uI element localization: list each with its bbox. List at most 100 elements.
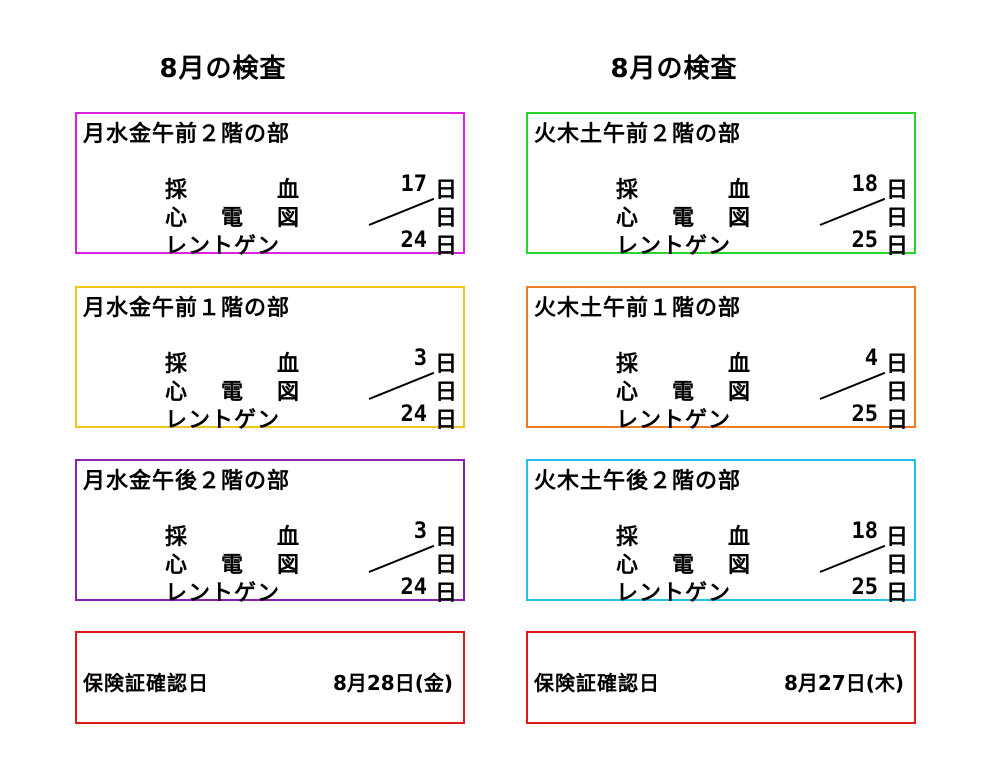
exam-day-unit: 日 bbox=[434, 178, 457, 203]
exam-label-char: 採 bbox=[616, 178, 639, 203]
exam-label-char: 血 bbox=[727, 525, 750, 550]
exam-day-unit: 日 bbox=[885, 234, 908, 259]
not-applicable-slash bbox=[819, 371, 886, 400]
exam-day-value: 17 bbox=[400, 172, 428, 197]
exam-label: 心電図 bbox=[165, 374, 299, 406]
exam-day-value: 4 bbox=[864, 346, 878, 371]
not-applicable-slash bbox=[368, 544, 435, 573]
exam-day-value: 3 bbox=[413, 519, 427, 544]
exam-day-unit: 日 bbox=[434, 553, 457, 578]
exam-label-char: 血 bbox=[276, 352, 299, 377]
exam-label: レントゲン bbox=[616, 408, 732, 433]
exam-label-char: 心 bbox=[616, 206, 639, 231]
exam-day-unit: 日 bbox=[434, 581, 457, 606]
exam-label-char: 心 bbox=[616, 380, 639, 405]
exam-label: 心電図 bbox=[165, 547, 299, 579]
insurance-date: 8月28日(金) bbox=[332, 671, 453, 695]
exam-day-unit: 日 bbox=[885, 178, 908, 203]
insurance-box-right: 保険証確認日 8月27日(木) bbox=[526, 631, 916, 724]
group-title: 火木土午前２階の部 bbox=[534, 122, 742, 147]
group-title: 火木土午後２階の部 bbox=[534, 469, 742, 494]
exam-label-char: 採 bbox=[165, 352, 188, 377]
group-title: 月水金午前２階の部 bbox=[83, 122, 291, 147]
exam-label: 採血 bbox=[165, 172, 299, 204]
exam-day-unit: 日 bbox=[434, 525, 457, 550]
exam-label-char: 心 bbox=[165, 380, 188, 405]
exam-label: 採血 bbox=[616, 519, 750, 551]
exam-label: レントゲン bbox=[165, 408, 281, 433]
exam-row: 心電図日 bbox=[528, 371, 914, 405]
exam-label: レントゲン bbox=[165, 234, 281, 259]
exam-label: 採血 bbox=[165, 346, 299, 378]
exam-day-unit: 日 bbox=[885, 408, 908, 433]
exam-label-char: 図 bbox=[727, 553, 750, 578]
group-title: 月水金午後２階の部 bbox=[83, 469, 291, 494]
exam-row: 心電図 日 bbox=[77, 544, 463, 578]
exam-day-unit: 日 bbox=[885, 352, 908, 377]
exam-row: 心電図日 bbox=[528, 544, 914, 578]
exam-label-char: 図 bbox=[276, 553, 299, 578]
exam-day-value: 18 bbox=[851, 172, 879, 197]
right-column-title: 8月の検査 bbox=[610, 54, 738, 84]
not-applicable-slash bbox=[368, 197, 435, 226]
exam-label-char: 電 bbox=[671, 553, 694, 578]
group-title: 火木土午前１階の部 bbox=[534, 296, 742, 321]
group-title: 月水金午前１階の部 bbox=[83, 296, 291, 321]
insurance-label: 保険証確認日 bbox=[83, 671, 209, 695]
exam-day-unit: 日 bbox=[434, 234, 457, 259]
exam-label: 心電図 bbox=[616, 200, 750, 232]
exam-day-unit: 日 bbox=[885, 581, 908, 606]
exam-day-unit: 日 bbox=[434, 206, 457, 231]
exam-day-unit: 日 bbox=[434, 352, 457, 377]
exam-label-char: 採 bbox=[165, 178, 188, 203]
exam-label: レントゲン bbox=[616, 234, 732, 259]
exam-label-char: 心 bbox=[165, 553, 188, 578]
exam-day-unit: 日 bbox=[885, 553, 908, 578]
exam-day-value: 3 bbox=[413, 346, 427, 371]
exam-label-char: 血 bbox=[727, 178, 750, 203]
exam-label-char: 採 bbox=[616, 525, 639, 550]
exam-label: 採血 bbox=[616, 346, 750, 378]
exam-day-unit: 日 bbox=[885, 206, 908, 231]
exam-day-value: 18 bbox=[851, 519, 879, 544]
insurance-box-left: 保険証確認日 8月28日(金) bbox=[75, 631, 465, 724]
exam-label-char: 血 bbox=[727, 352, 750, 377]
exam-label: 心電図 bbox=[616, 547, 750, 579]
not-applicable-slash bbox=[819, 544, 886, 573]
exam-day-unit: 日 bbox=[434, 408, 457, 433]
exam-day-unit: 日 bbox=[885, 380, 908, 405]
exam-label: 心電図 bbox=[165, 200, 299, 232]
exam-label-char: 電 bbox=[671, 380, 694, 405]
exam-label-char: 図 bbox=[727, 380, 750, 405]
exam-row: 心電図日 bbox=[77, 197, 463, 231]
not-applicable-slash bbox=[368, 371, 435, 400]
exam-day-unit: 日 bbox=[885, 525, 908, 550]
exam-label-char: 心 bbox=[165, 206, 188, 231]
exam-row: 心電図日 bbox=[528, 197, 914, 231]
not-applicable-slash bbox=[819, 197, 886, 226]
exam-label-char: 電 bbox=[671, 206, 694, 231]
exam-day-value: 24 bbox=[400, 228, 428, 253]
exam-label-char: 採 bbox=[616, 352, 639, 377]
exam-label-char: 電 bbox=[220, 206, 243, 231]
exam-day-value: 24 bbox=[400, 402, 428, 427]
exam-day-unit: 日 bbox=[434, 380, 457, 405]
exam-label: レントゲン bbox=[616, 581, 732, 606]
exam-label: 採血 bbox=[616, 172, 750, 204]
